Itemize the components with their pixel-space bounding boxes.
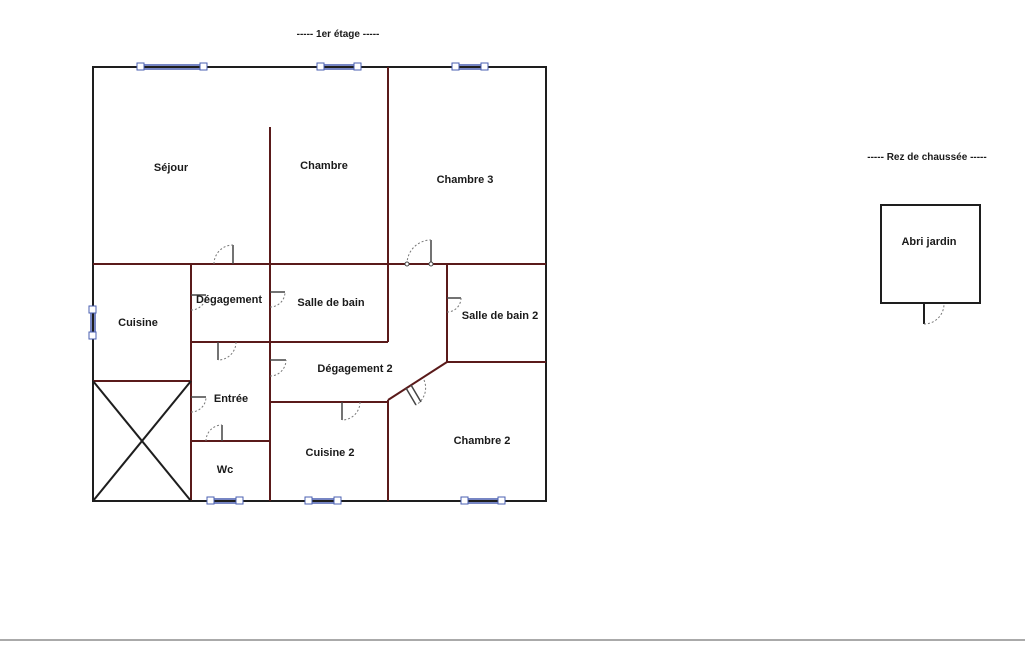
- room-label-wc: Wc: [217, 464, 234, 476]
- room-label-chambre-3: Chambre 3: [437, 174, 494, 186]
- room-label-salle-de-bain: Salle de bain: [297, 297, 365, 309]
- doors: [190, 239, 462, 442]
- room-label-cuisine-2: Cuisine 2: [306, 447, 355, 459]
- door: [404, 239, 434, 267]
- door: [341, 401, 361, 421]
- door: [205, 424, 223, 442]
- door: [269, 359, 287, 377]
- windows: [88, 62, 506, 505]
- door: [405, 379, 427, 406]
- ground-floor-header: ----- Rez de chaussée -----: [867, 152, 986, 163]
- room-label-cuisine: Cuisine: [118, 317, 158, 329]
- window: [88, 305, 97, 340]
- door: [190, 294, 207, 311]
- void-cross: [92, 380, 192, 502]
- window: [460, 496, 506, 505]
- floor1-header: ----- 1er étage -----: [297, 29, 380, 40]
- door: [269, 291, 286, 308]
- door: [446, 297, 462, 313]
- door: [923, 303, 945, 325]
- door: [217, 341, 237, 361]
- room-label-chambre: Chambre: [300, 160, 348, 172]
- room-label-sejour: Séjour: [154, 162, 189, 174]
- window: [304, 496, 342, 505]
- ground-floor-plan: Abri jardin: [880, 204, 981, 325]
- room-label-chambre-2: Chambre 2: [454, 435, 511, 447]
- window: [136, 62, 208, 71]
- door: [190, 396, 207, 413]
- room-label-degagement-2: Dégagement 2: [317, 363, 392, 375]
- window: [316, 62, 362, 71]
- room-label-degagement: Dégagement: [196, 294, 262, 306]
- door: [213, 244, 234, 265]
- abri-jardin-outline: [880, 204, 981, 304]
- interior-walls: [93, 67, 546, 501]
- window: [451, 62, 489, 71]
- room-label-abri-jardin: Abri jardin: [901, 236, 956, 248]
- room-label-entree: Entrée: [214, 393, 248, 405]
- first-floor-plan: Séjour Chambre Chambre 3 Dégagement Sall…: [88, 62, 547, 505]
- room-label-salle-de-bain-2: Salle de bain 2: [462, 310, 538, 322]
- window: [206, 496, 244, 505]
